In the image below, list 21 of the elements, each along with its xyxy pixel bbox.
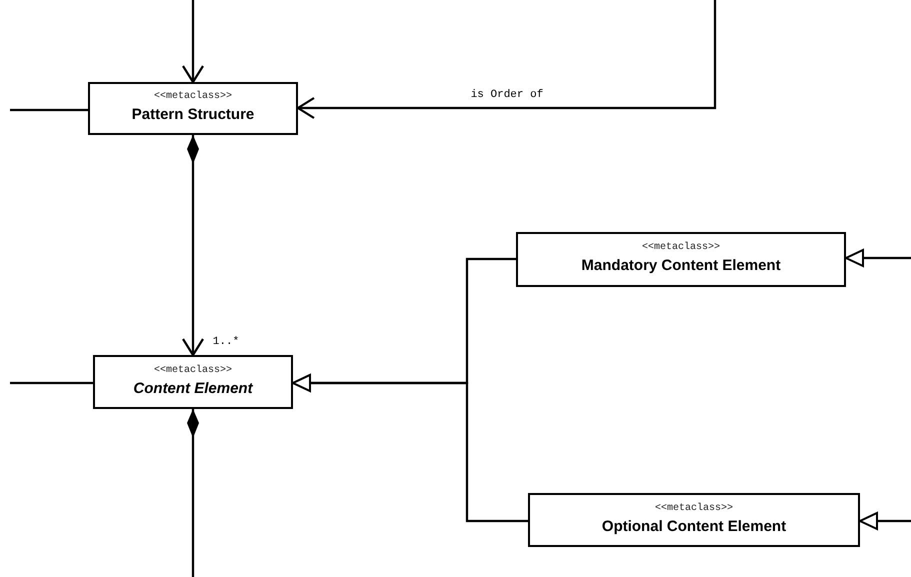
- stereotype-label: <<metaclass>>: [154, 92, 232, 102]
- class-name: Content Element: [133, 380, 253, 398]
- connector-line: [845, 249, 911, 267]
- stereotype-label: <<metaclass>>: [642, 243, 720, 254]
- stereotype-label: <<metaclass>>: [654, 504, 733, 514]
- connector-line: [182, 0, 204, 84]
- class-box: [88, 82, 298, 135]
- connector-line: [10, 108, 88, 112]
- connector-line: [296, 0, 716, 120]
- connector-line: [187, 409, 199, 577]
- class-box: [93, 355, 293, 409]
- class-name: Pattern Structure: [132, 106, 254, 125]
- association-arrow: [182, 135, 204, 356]
- connector-line: [10, 382, 93, 384]
- class-box: [528, 493, 860, 547]
- connector-line: [859, 512, 911, 530]
- association-arrow: [292, 374, 528, 522]
- stereotype-label: <<metaclass>>: [154, 366, 232, 376]
- class-box: [516, 232, 846, 287]
- class-name: Optional Content Element: [602, 518, 786, 536]
- class-name: Mandatory Content Element: [581, 257, 781, 276]
